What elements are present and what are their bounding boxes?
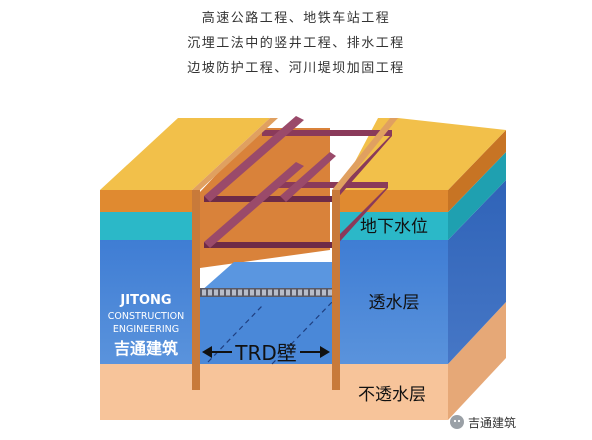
hidden-edge-right [271, 299, 335, 365]
gravel-stone [268, 289, 272, 296]
gravel-stone [256, 289, 260, 296]
gravel-stone [304, 289, 308, 296]
strut-diag-1 [204, 116, 304, 202]
gravel-stone [310, 289, 314, 296]
strut-top-1-face [204, 196, 332, 202]
gravel-stone [322, 289, 326, 296]
left-soil-edge [100, 190, 192, 212]
logo-line-2: CONSTRUCTION [108, 311, 184, 322]
right-water-side [448, 152, 506, 240]
trd-wall-label: TRD壁 [234, 341, 297, 365]
inner-permeable-top [200, 262, 366, 292]
logo-line-1: JITONG [119, 293, 171, 308]
logo-line-3: ENGINEERING [113, 324, 179, 335]
wechat-icon [450, 415, 464, 429]
gravel-stone [262, 289, 266, 296]
left-top-soil [100, 118, 270, 190]
trd-wall-right [332, 190, 340, 390]
gravel-stone [226, 289, 230, 296]
strut-diag-3 [280, 152, 336, 202]
jitong-logo: JITONG CONSTRUCTION ENGINEERING 吉通建筑 [108, 293, 184, 358]
left-water-band [100, 212, 192, 240]
gravel-stone [328, 289, 332, 296]
intro-line-1: 高速公路工程、地铁车站工程 [201, 11, 391, 26]
intro-line-2: 沉埋工法中的竖井工程、排水工程 [187, 36, 405, 51]
gravel-stone [208, 289, 212, 296]
left-permeable-front [100, 240, 192, 364]
watermark-text: 吉通建筑 [468, 415, 516, 430]
right-soil-side [448, 130, 506, 212]
gravel-stone [316, 289, 320, 296]
watermark: 吉通建筑 [450, 415, 516, 430]
right-permeable-side [448, 180, 506, 364]
right-water-band [340, 212, 448, 240]
impermeable-front [100, 364, 448, 420]
groundwater-level-label: 地下水位 [360, 217, 428, 237]
gravel-stone [298, 289, 302, 296]
gravel-stone [250, 289, 254, 296]
strut-diag-2 [204, 162, 304, 248]
gravel-stone [286, 289, 290, 296]
gravel-stone [232, 289, 236, 296]
impermeable-side [448, 302, 506, 420]
struts [204, 116, 392, 248]
gravel-stone [220, 289, 224, 296]
trd-wall-left-top [192, 118, 278, 190]
trd-wall-right-top [332, 118, 398, 190]
intro-line-3: 边坡防护工程、河川堤坝加固工程 [187, 61, 405, 76]
gravel-stone [244, 289, 248, 296]
gravel-stone [280, 289, 284, 296]
gravel-stone [238, 289, 242, 296]
trd-wall-left [192, 190, 200, 390]
permeable-layer-label: 透水层 [369, 293, 420, 313]
trd-arrows [202, 346, 330, 358]
gravel-stone [202, 289, 206, 296]
impermeable-layer-label: 不透水层 [358, 385, 426, 405]
logo-line-4: 吉通建筑 [114, 339, 178, 358]
intro-text: 高速公路工程、地铁车站工程 沉埋工法中的竖井工程、排水工程 边坡防护工程、河川堤… [0, 6, 592, 81]
right-permeable-front [340, 240, 448, 364]
gravel-stone [214, 289, 218, 296]
strut-mid-1-face [204, 242, 332, 248]
gravel-strip [200, 288, 332, 297]
right-soil-edge [340, 190, 448, 212]
gravel-stone [274, 289, 278, 296]
inner-permeable [200, 292, 332, 364]
gravel-stone [292, 289, 296, 296]
